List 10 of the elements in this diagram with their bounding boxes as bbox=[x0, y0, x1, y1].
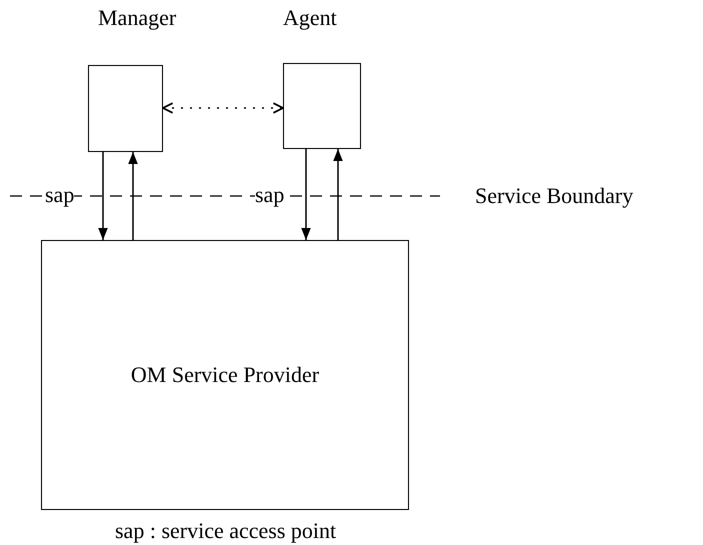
arrow bbox=[162, 102, 284, 114]
arrow bbox=[333, 149, 343, 240]
node-title: Agent bbox=[283, 5, 337, 31]
node-title: Manager bbox=[98, 5, 176, 31]
note: sap : service access point bbox=[115, 520, 336, 542]
arrow bbox=[301, 149, 311, 240]
arrow bbox=[128, 152, 138, 240]
node-label: OM Service Provider bbox=[130, 362, 320, 388]
arrow bbox=[98, 152, 108, 240]
boundary-label: Service Boundary bbox=[475, 185, 634, 207]
